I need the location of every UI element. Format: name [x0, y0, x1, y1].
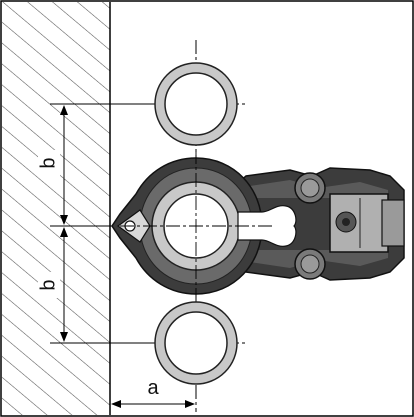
- tool-connector: [329, 193, 405, 253]
- extension-lines: [50, 103, 150, 344]
- rivet-upper: [294, 172, 326, 204]
- wall-hatched: [2, 2, 111, 415]
- pipe-bottom: [154, 301, 238, 385]
- dimension-label-b-lower: b: [37, 279, 59, 290]
- press-tool: [111, 157, 405, 295]
- dimension-label-a: a: [147, 377, 159, 399]
- pipe-top: [154, 62, 238, 146]
- centerlines-overlay: [120, 150, 275, 300]
- rivet-lower: [294, 248, 326, 280]
- dimension-label-b-upper: b: [37, 157, 59, 168]
